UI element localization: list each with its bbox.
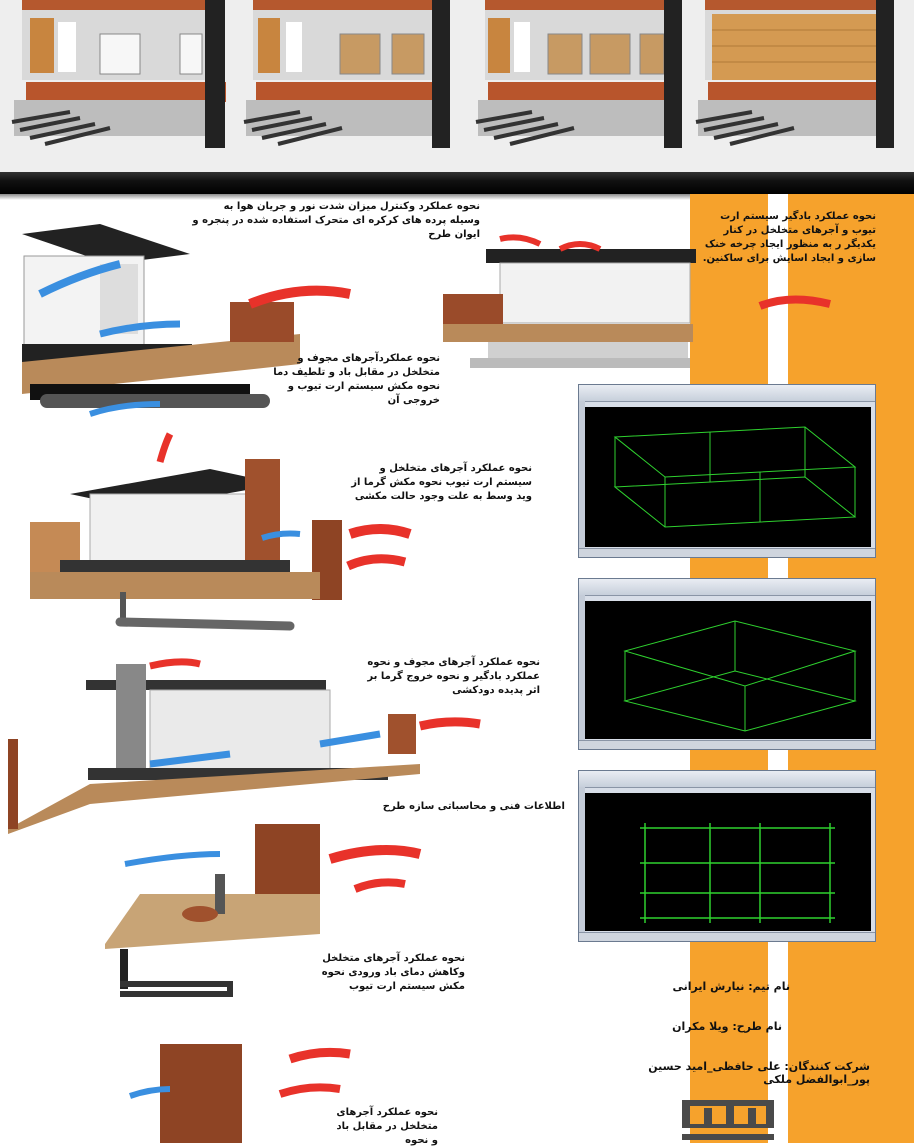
cad-status-bar — [579, 548, 875, 557]
caption-louvres: نحوه عملکرد وکنترل میزان شدت نور و جریان… — [192, 201, 480, 240]
cad-side-toolbar — [579, 595, 585, 741]
facade-rendering-4 — [695, 0, 894, 148]
team-logo — [682, 1100, 774, 1140]
cad-toolbar — [579, 771, 875, 788]
section-illustrations — [8, 224, 831, 1143]
section-porous-brick-wind — [129, 1044, 351, 1143]
structure-plan-grid — [640, 823, 835, 923]
participants: شرکت کنندگان: علی حافظی_امید حسین پور_اب… — [648, 1060, 870, 1086]
structure-3d-frame-1 — [613, 426, 857, 528]
caption-windcatcher: نحوه عملکرد بادگیر سیستم ارت تیوب و آجره… — [702, 211, 876, 264]
cad-status-bar — [579, 740, 875, 749]
caption-void-suction: نحوه عملکرد آجرهای متخلخل و سیستم ارت تی… — [351, 463, 532, 502]
cad-viewport — [585, 793, 871, 931]
section-porous-brick-earth-tube — [105, 824, 422, 997]
facade-rendering-3 — [475, 0, 682, 148]
project-name: نام طرح: ویلا مکران — [672, 1020, 782, 1033]
structure-model-window-2 — [578, 578, 876, 750]
cad-side-toolbar — [579, 787, 585, 933]
cad-viewport — [585, 601, 871, 739]
caption-structure-info: اطلاعات فنی و محاسباتی سازه طرح — [382, 801, 565, 812]
section-chimney-effect — [8, 658, 481, 834]
caption-porous-wind: نحوه عملکرد آجرهای متخلخل در مقابل باد و… — [336, 1107, 438, 1146]
structure-plan-window — [578, 770, 876, 942]
caption-porous-cooling: نحوه عملکرد آجرهای متخلخل وکاهش دمای باد… — [321, 953, 465, 992]
cad-status-bar — [579, 932, 875, 941]
section-porch-louvres — [22, 224, 351, 417]
team-name: نام تیم: نیارش ایرانی — [672, 980, 791, 993]
cad-viewport — [585, 407, 871, 547]
cad-side-toolbar — [579, 401, 585, 549]
facade-rendering-1 — [11, 0, 226, 148]
facade-rendering-2 — [243, 0, 450, 148]
facade-renderings — [11, 0, 894, 148]
cad-toolbar — [579, 385, 875, 402]
section-two-storey-void — [30, 432, 412, 631]
caption-chimney: نحوه عملکرد آجرهای مجوف و نحوه عملکرد با… — [367, 657, 540, 696]
cad-toolbar — [579, 579, 875, 596]
structure-3d-frame-2 — [623, 620, 857, 732]
section-house-windcatcher — [443, 234, 831, 368]
structure-model-window-1 — [578, 384, 876, 558]
divider-band — [0, 172, 914, 200]
caption-hollow-bricks: نحوه عملکردآجرهای مجوف و متخلخل در مقابل… — [273, 353, 440, 406]
